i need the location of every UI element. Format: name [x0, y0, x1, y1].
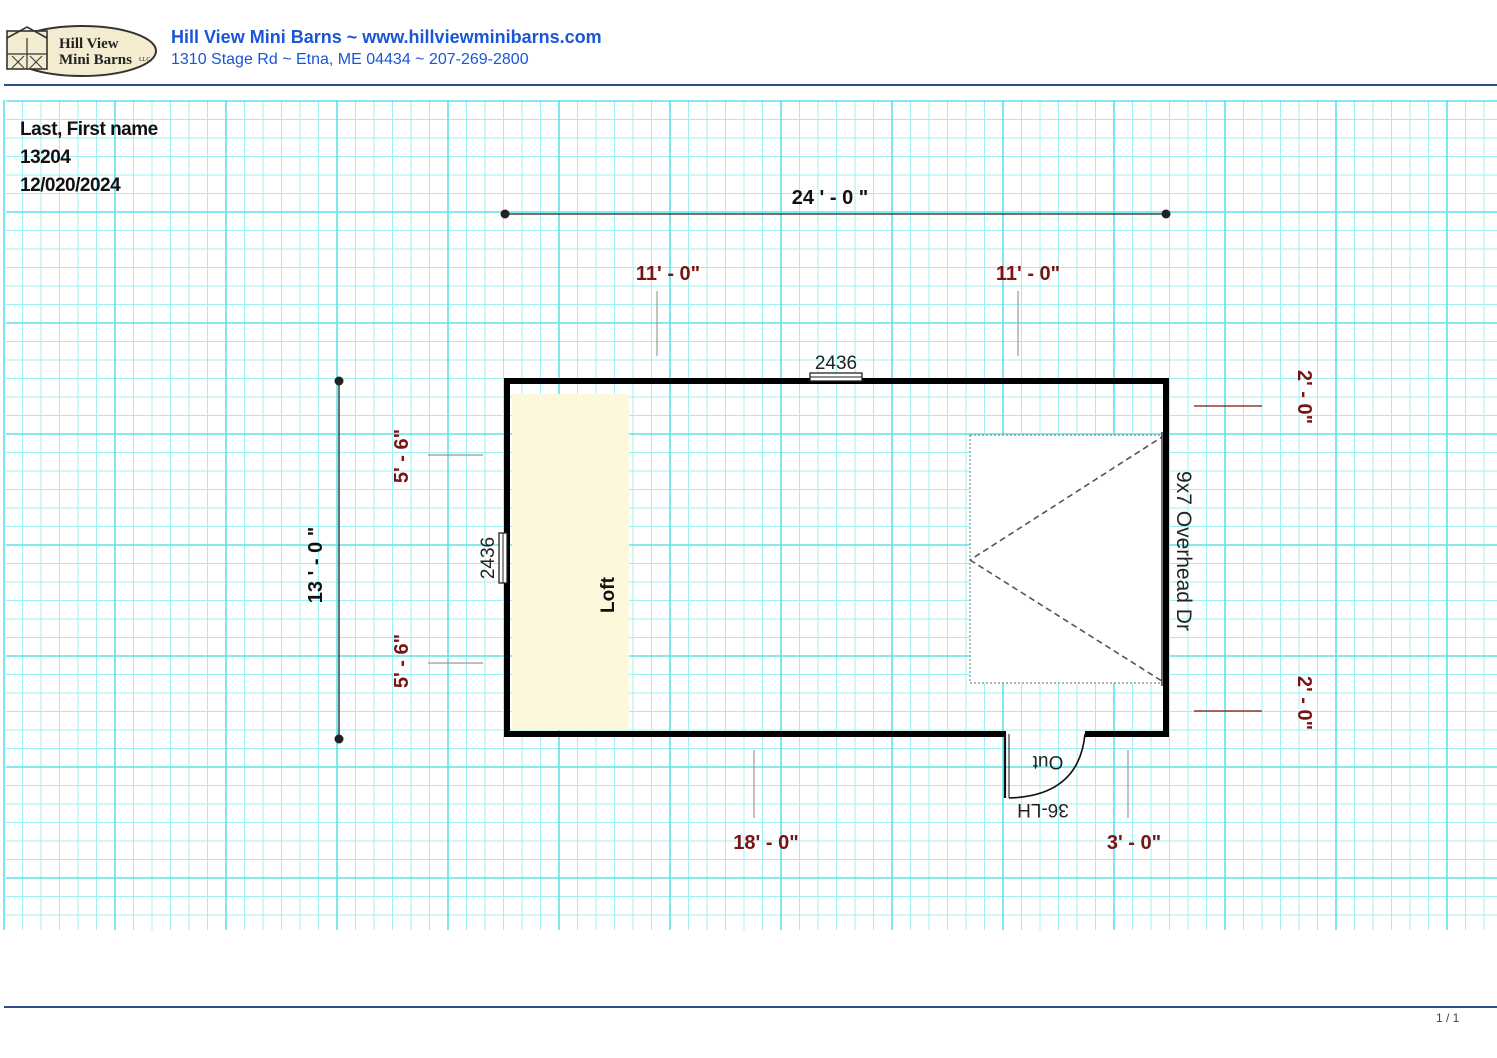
company-title: Hill View Mini Barns ~ www.hillviewminib…	[171, 27, 602, 47]
page-header: Hill View Mini Barns LLC Hill View Mini …	[0, 0, 1497, 86]
top-window-label: 2436	[815, 353, 857, 374]
left-upper-segment-label: 5' - 6"	[391, 429, 413, 483]
overhead-door-label: 9x7 Overhead Dr	[1172, 471, 1195, 631]
company-logo: Hill View Mini Barns LLC	[6, 25, 157, 77]
order-date: 12/020/2024	[20, 175, 121, 196]
page-number: 1 / 1	[1436, 1011, 1460, 1025]
header-rule	[4, 84, 1497, 86]
right-lower-segment-label: 2' - 0"	[1293, 676, 1315, 730]
overall-depth-dimension: 13 ' - 0 "	[305, 376, 344, 744]
overall-depth-label: 13 ' - 0 "	[305, 527, 327, 604]
customer-name: Last, First name	[20, 119, 158, 140]
grid-paper	[3, 100, 1497, 930]
loft-label: Loft	[598, 576, 619, 613]
left-window-label: 2436	[478, 537, 499, 579]
footer-rule	[4, 1006, 1497, 1008]
overall-width-dimension: 24 ' - 0 "	[500, 187, 1171, 219]
overall-width-label: 24 ' - 0 "	[792, 187, 869, 209]
overhead-door	[969, 432, 1169, 686]
segment-leaders	[428, 291, 1262, 818]
loft-area	[512, 394, 629, 730]
right-upper-segment-label: 2' - 0"	[1293, 370, 1315, 424]
logo-suffix: LLC	[139, 57, 150, 63]
entry-door-type: 36-LH	[1017, 799, 1069, 820]
bottom-left-segment-label: 18' - 0"	[733, 832, 798, 854]
left-window	[498, 532, 508, 584]
top-right-segment-label: 11' - 0"	[996, 263, 1060, 285]
top-left-segment-label: 11' - 0"	[636, 263, 700, 285]
entry-door	[1003, 733, 1086, 799]
logo-line2: Mini Barns	[59, 52, 132, 68]
customer-number: 13204	[20, 147, 71, 168]
left-lower-segment-label: 5' - 6"	[391, 634, 413, 688]
bottom-right-segment-label: 3' - 0"	[1107, 832, 1161, 854]
logo-line1: Hill View	[59, 36, 119, 52]
customer-info: Last, First name 13204 12/020/2024	[20, 116, 158, 200]
top-window	[809, 372, 863, 382]
company-address: 1310 Stage Rd ~ Etna, ME 04434 ~ 207-269…	[171, 51, 529, 68]
entry-door-label: Out	[1032, 751, 1063, 772]
